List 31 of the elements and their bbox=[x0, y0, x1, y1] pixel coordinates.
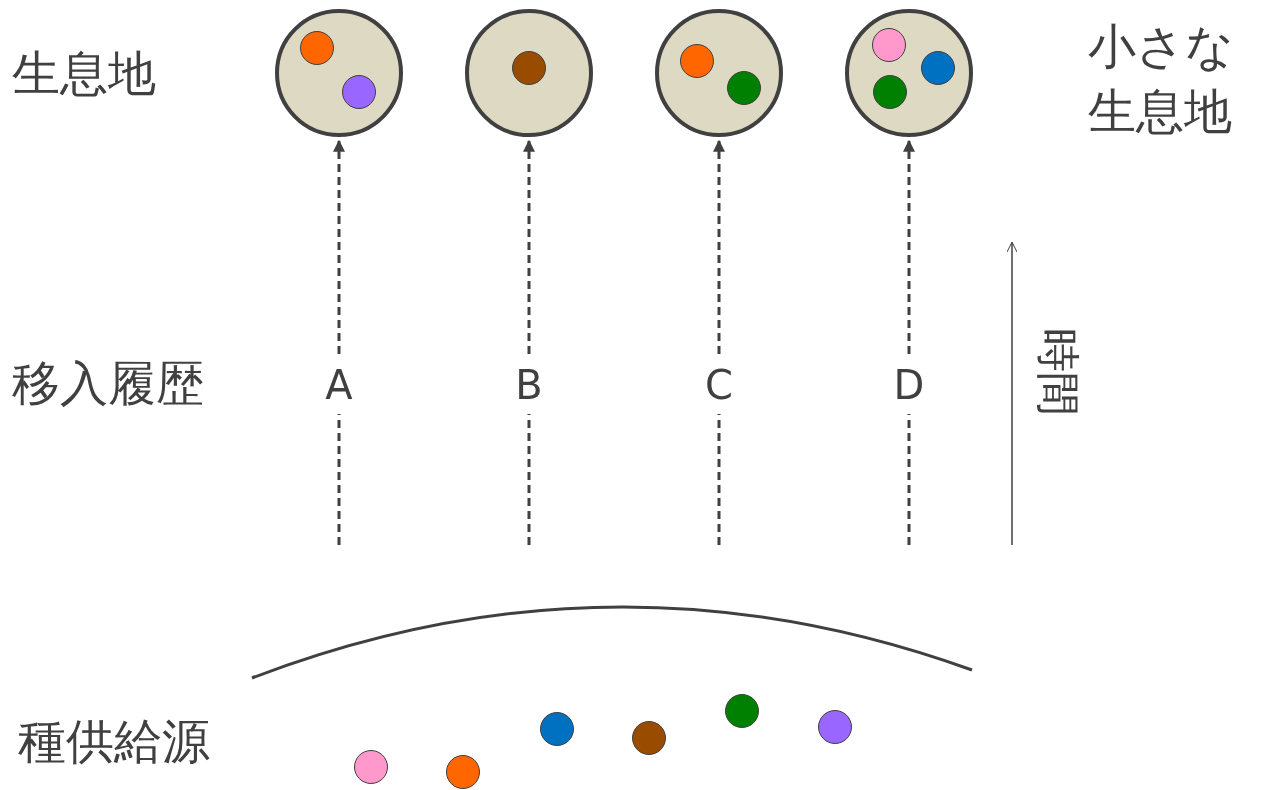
species-dot bbox=[354, 750, 388, 784]
dashed-arrow bbox=[523, 139, 535, 354]
row-label: 生息地 bbox=[12, 44, 156, 103]
row-label: 移入履歴 bbox=[12, 354, 204, 413]
dashed-line bbox=[527, 414, 531, 545]
axis-label: 時間 bbox=[1032, 328, 1086, 416]
dashed-line bbox=[337, 414, 341, 545]
dashed-line bbox=[907, 414, 911, 545]
species-dot bbox=[342, 75, 376, 109]
species-dot bbox=[727, 71, 761, 105]
species-dot bbox=[446, 755, 480, 789]
row-label: 小さな生息地 bbox=[1088, 17, 1235, 141]
dashed-arrow bbox=[333, 139, 345, 354]
species-dot bbox=[872, 28, 906, 62]
species-dot bbox=[725, 694, 759, 728]
history-letter: C bbox=[697, 360, 741, 410]
history-letter: A bbox=[317, 360, 361, 410]
dashed-arrow bbox=[903, 139, 915, 354]
species-dot bbox=[818, 710, 852, 744]
species-dot bbox=[632, 721, 666, 755]
species-dot bbox=[921, 51, 955, 85]
species-dot bbox=[300, 31, 334, 65]
species-dot bbox=[680, 44, 714, 78]
history-letter: D bbox=[887, 360, 931, 410]
species-dot bbox=[873, 75, 907, 109]
dashed-line bbox=[717, 414, 721, 545]
species-dot bbox=[512, 51, 546, 85]
history-letter: B bbox=[507, 360, 551, 410]
dashed-arrow bbox=[713, 139, 725, 354]
row-label: 種供給源 bbox=[18, 712, 210, 771]
species-dot bbox=[540, 712, 574, 746]
